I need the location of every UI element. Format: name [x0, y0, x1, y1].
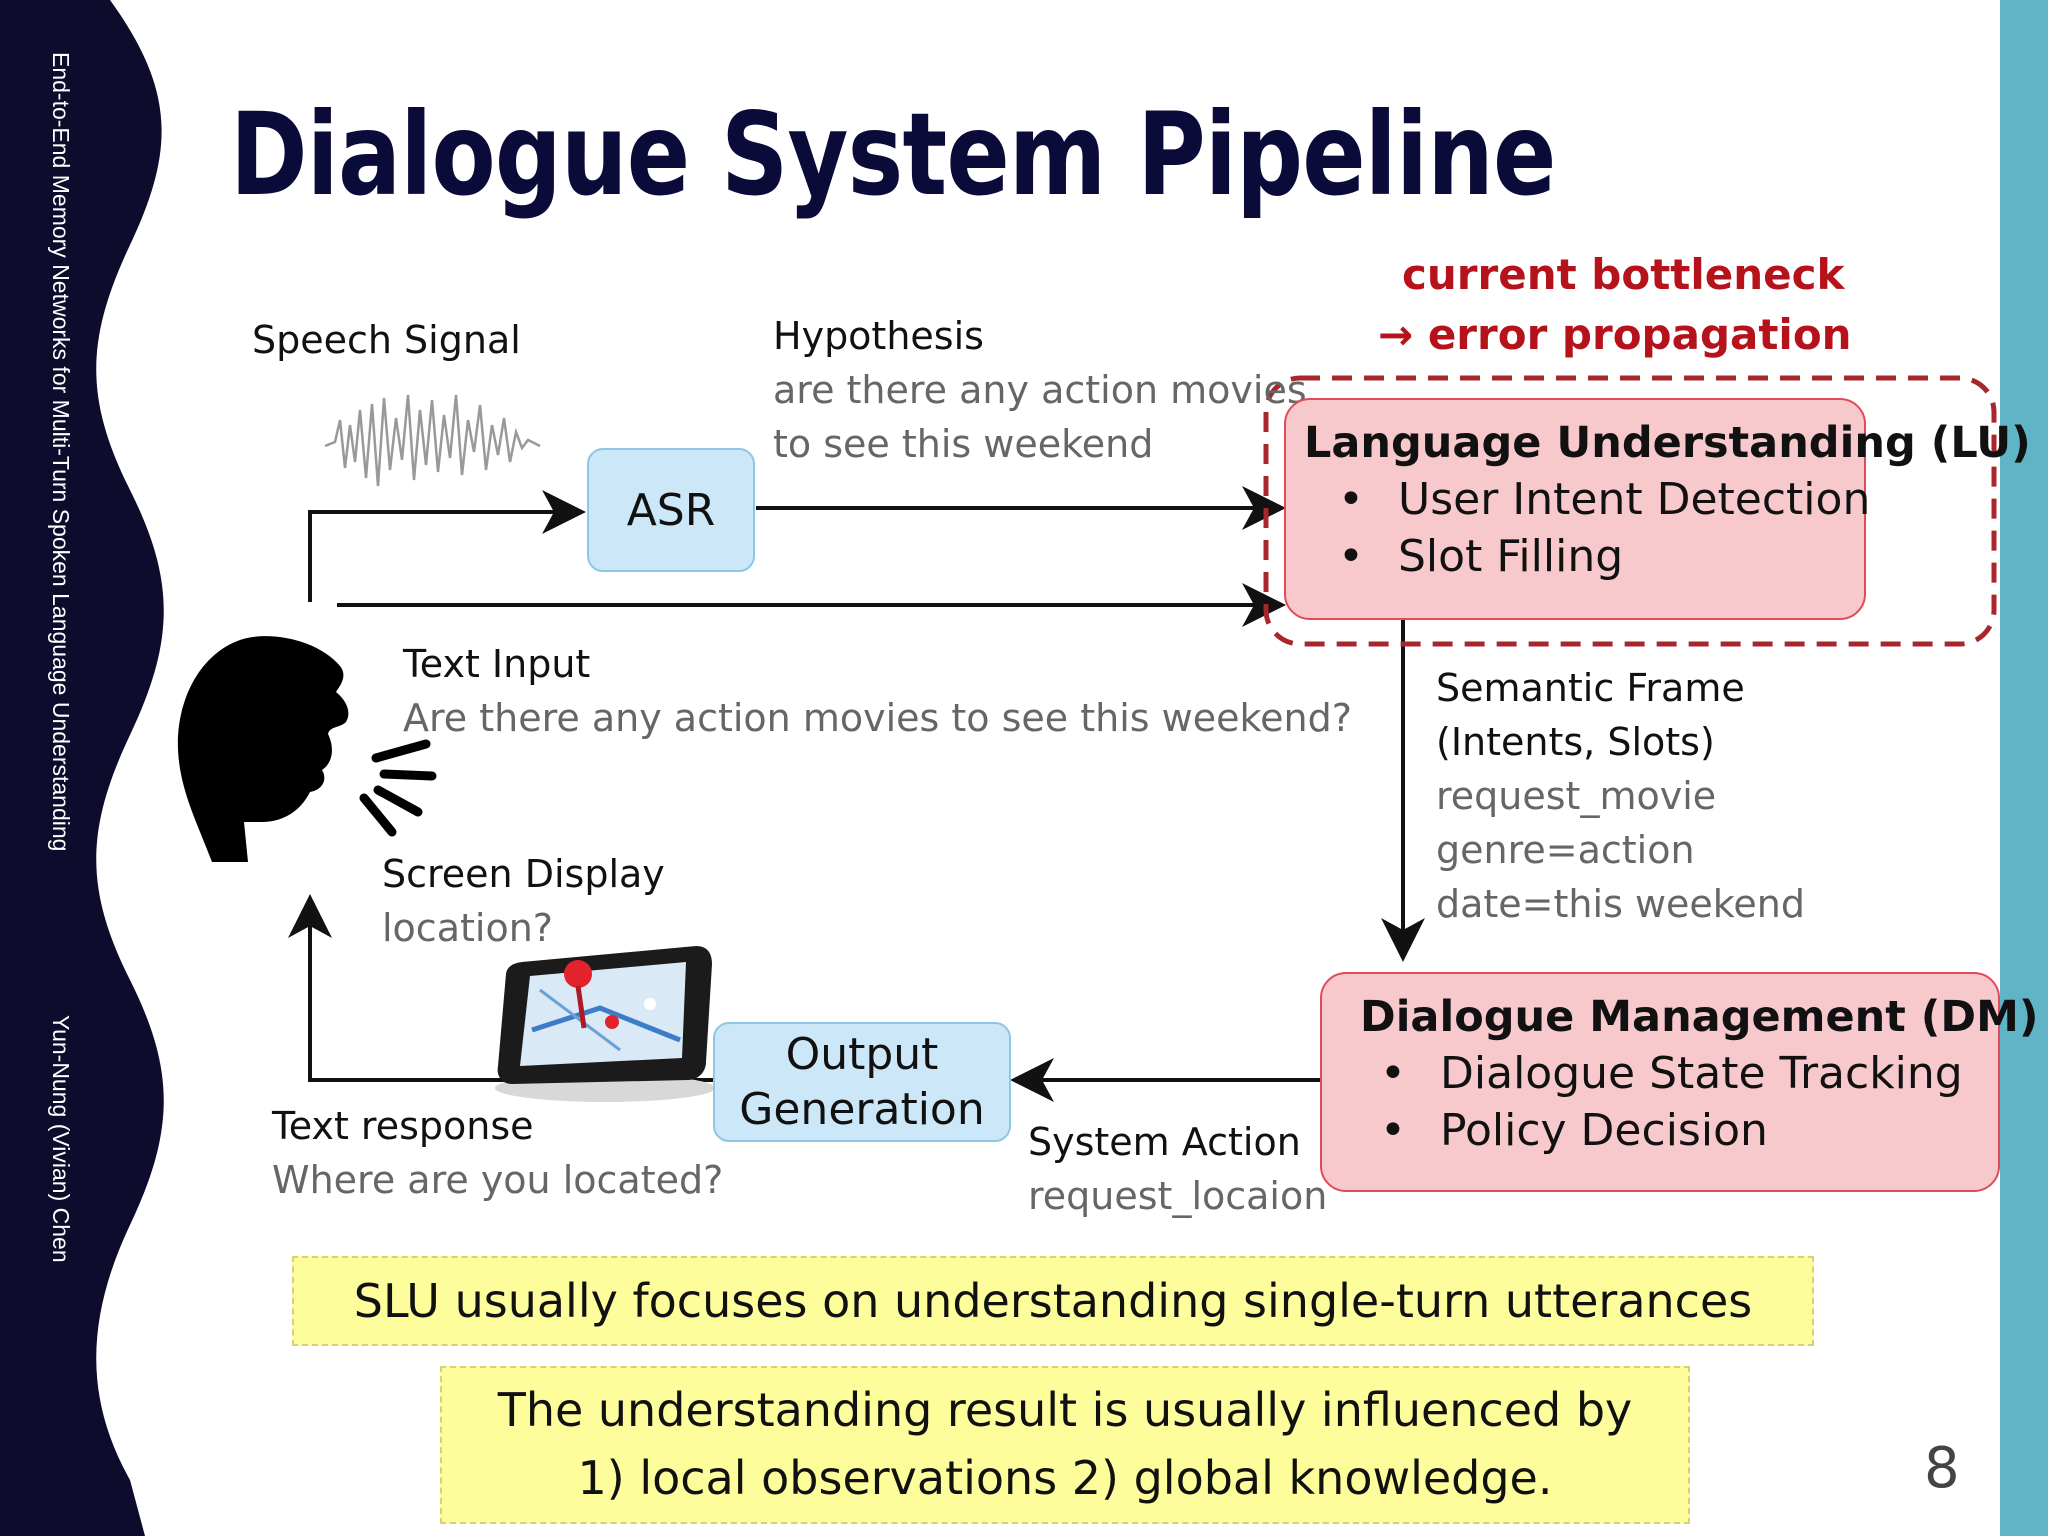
bottleneck-label: current bottleneck — [1402, 250, 1845, 299]
system-action-label: System Action — [1028, 1120, 1301, 1164]
dm-item-state-tracking: •Dialogue State Tracking — [1380, 1048, 1963, 1099]
lu-item-intent-detection: •User Intent Detection — [1338, 474, 1871, 525]
phone-map-icon — [495, 946, 715, 1102]
speaking-person-icon — [177, 636, 437, 862]
language-understanding-box: Language Understanding (LU) •User Intent… — [1284, 398, 2031, 620]
screen-display-value: location? — [382, 906, 553, 950]
semantic-frame-date: date=this weekend — [1436, 882, 1806, 926]
semantic-frame-genre: genre=action — [1436, 828, 1695, 872]
note-understanding-influence: The understanding result is usually infl… — [440, 1366, 1690, 1524]
wavy-sidebar — [0, 0, 164, 1536]
screen-display-label: Screen Display — [382, 852, 665, 896]
page-title: Dialogue System Pipeline — [230, 88, 1556, 221]
text-response-label: Text response — [272, 1104, 534, 1148]
semantic-frame-label: Semantic Frame — [1436, 666, 1745, 710]
asr-box: ASR — [587, 448, 755, 572]
page-number: 8 — [1924, 1436, 1960, 1501]
speech-to-asr-arrow — [308, 490, 586, 602]
dm-item-policy-decision: •Policy Decision — [1380, 1105, 1768, 1156]
text-input-label: Text Input — [403, 642, 591, 686]
note-influence-line1: The understanding result is usually infl… — [497, 1383, 1633, 1437]
asr-box-label: ASR — [626, 484, 716, 536]
bottleneck-dashed-outline — [1263, 375, 1997, 647]
semantic-frame-intent: request_movie — [1436, 774, 1717, 818]
note-slu-single-turn: SLU usually focuses on understanding sin… — [292, 1256, 1814, 1346]
dialogue-management-box: Dialogue Management (DM) •Dialogue State… — [1320, 972, 2039, 1192]
hypothesis-label: Hypothesis — [773, 314, 984, 358]
lu-title: Language Understanding (LU) — [1304, 418, 2031, 468]
hypothesis-text-line1: are there any action movies — [773, 368, 1307, 412]
semantic-frame-sublabel: (Intents, Slots) — [1436, 720, 1715, 764]
text-input-value: Are there any action movies to see this … — [403, 696, 1352, 740]
error-propagation-label: → error propagation — [1378, 310, 1852, 359]
output-generation-line2: Generation — [739, 1084, 985, 1135]
text-response-value: Where are you located? — [272, 1158, 724, 1202]
output-generation-line1: Output — [785, 1029, 939, 1080]
output-generation-box: Output Generation — [713, 1022, 1011, 1142]
speech-waveform-icon — [324, 394, 541, 487]
right-accent-bar — [2000, 0, 2048, 1536]
hypothesis-text-line2: to see this weekend — [773, 422, 1154, 466]
dm-title: Dialogue Management (DM) — [1360, 992, 2039, 1042]
note-influence-line2: 1) local observations 2) global knowledg… — [577, 1451, 1553, 1505]
system-action-value: request_locaion — [1028, 1174, 1328, 1218]
lu-item-slot-filling: •Slot Filling — [1338, 531, 1624, 582]
speech-signal-label: Speech Signal — [252, 318, 521, 362]
